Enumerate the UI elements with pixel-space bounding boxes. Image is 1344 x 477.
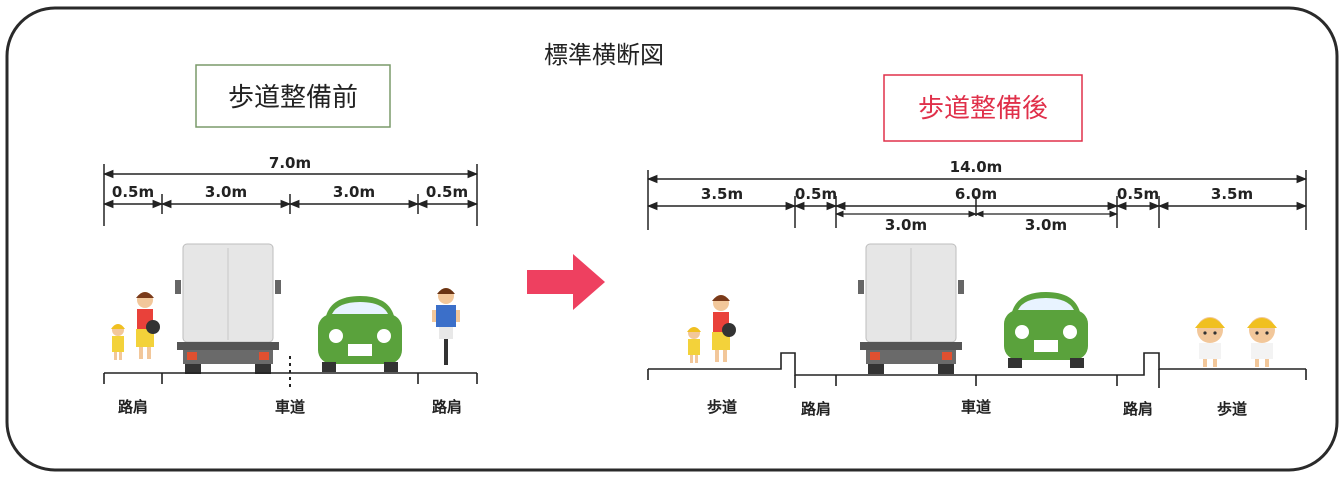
car-icon: [1004, 292, 1088, 368]
after-label: 歩道整備後: [918, 94, 1048, 124]
after-total-label: 14.0m: [950, 158, 1003, 176]
before-segment-label: 0.5m: [426, 183, 468, 201]
diagram-title: 標準横断図: [544, 41, 664, 69]
after-road-surface: [648, 352, 1306, 376]
after-lane-label: 3.0m: [885, 216, 927, 234]
car-icon: [318, 296, 402, 372]
after-zone-label: 路肩: [801, 400, 831, 418]
after-zone-label: 歩道: [1217, 400, 1247, 418]
before-segment-label: 3.0m: [333, 183, 375, 201]
after-segment-label: 6.0m: [955, 185, 997, 203]
before-label-box: [195, 64, 391, 128]
after-lane-label: 3.0m: [1025, 216, 1067, 234]
before-segment-label: 3.0m: [205, 183, 247, 201]
transition-arrow: [527, 254, 605, 310]
after-segment-label: 3.5m: [701, 185, 743, 203]
before-zone-label: 路肩: [432, 398, 462, 416]
before-segment-label: 0.5m: [112, 183, 154, 201]
after-zone-label: 路肩: [1123, 400, 1153, 418]
truck-icon: [857, 243, 965, 375]
after-zone-label: 歩道: [707, 398, 737, 416]
before-label: 歩道整備前: [228, 83, 358, 113]
after-zone-label: 車道: [961, 398, 991, 416]
truck-icon: [174, 243, 282, 375]
before-zone-label: 車道: [275, 398, 305, 416]
after-label-box: [883, 74, 1083, 142]
before-zone-label: 路肩: [118, 398, 148, 416]
after-segment-label: 3.5m: [1211, 185, 1253, 203]
after-segment-label: 0.5m: [795, 185, 837, 203]
after-segment-label: 0.5m: [1117, 185, 1159, 203]
before-total-label: 7.0m: [269, 154, 311, 172]
